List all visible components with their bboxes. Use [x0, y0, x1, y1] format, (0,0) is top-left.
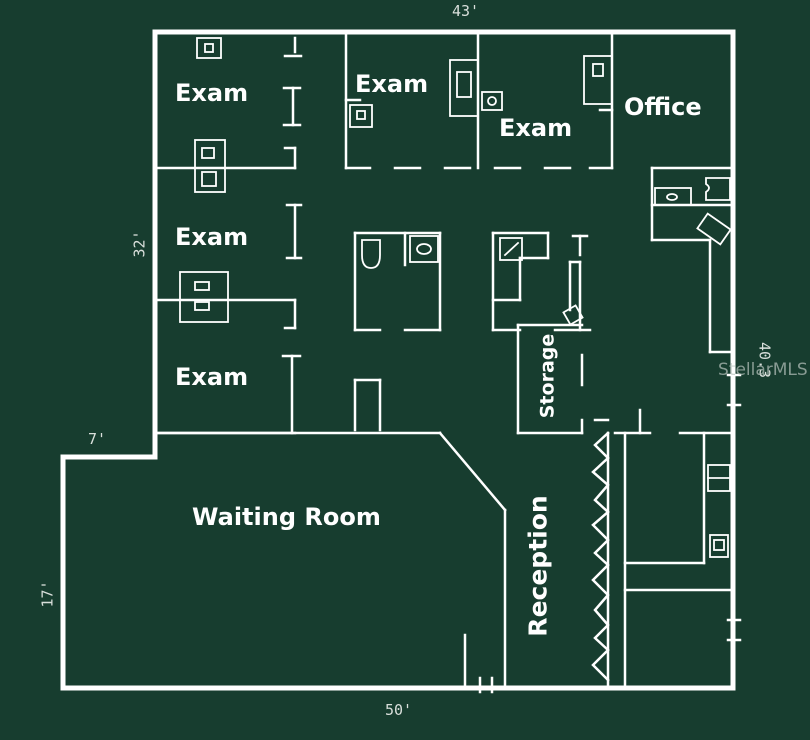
waiting-walls [156, 378, 507, 694]
exterior-wall [60, 29, 736, 691]
dimension-step: 7' [88, 430, 107, 448]
right-walls [613, 166, 742, 690]
room-label-office: Office [624, 93, 702, 121]
watermark-text: StellarMLS [718, 360, 808, 380]
reception-counter [591, 431, 610, 682]
room-label-exam-4: Exam [175, 223, 249, 251]
room-label-exam-2: Exam [355, 70, 429, 98]
room-label-storage: Storage [536, 333, 559, 419]
room-label-exam-5: Exam [175, 363, 249, 391]
dimension-left-lower: 17' [38, 580, 57, 608]
top-exam-walls [344, 33, 614, 170]
dimension-bottom: 50' [385, 701, 413, 719]
room-label-exam-3: Exam [499, 114, 573, 142]
storage-walls [516, 323, 584, 435]
room-label-waiting-room: Waiting Room [192, 503, 381, 531]
room-label-reception: Reception [523, 495, 553, 637]
dimension-top: 43' [452, 2, 480, 20]
room-label-exam-1: Exam [175, 79, 249, 107]
dimension-left-upper: 32' [130, 230, 149, 258]
central-walls [353, 231, 592, 332]
furniture [179, 37, 732, 558]
